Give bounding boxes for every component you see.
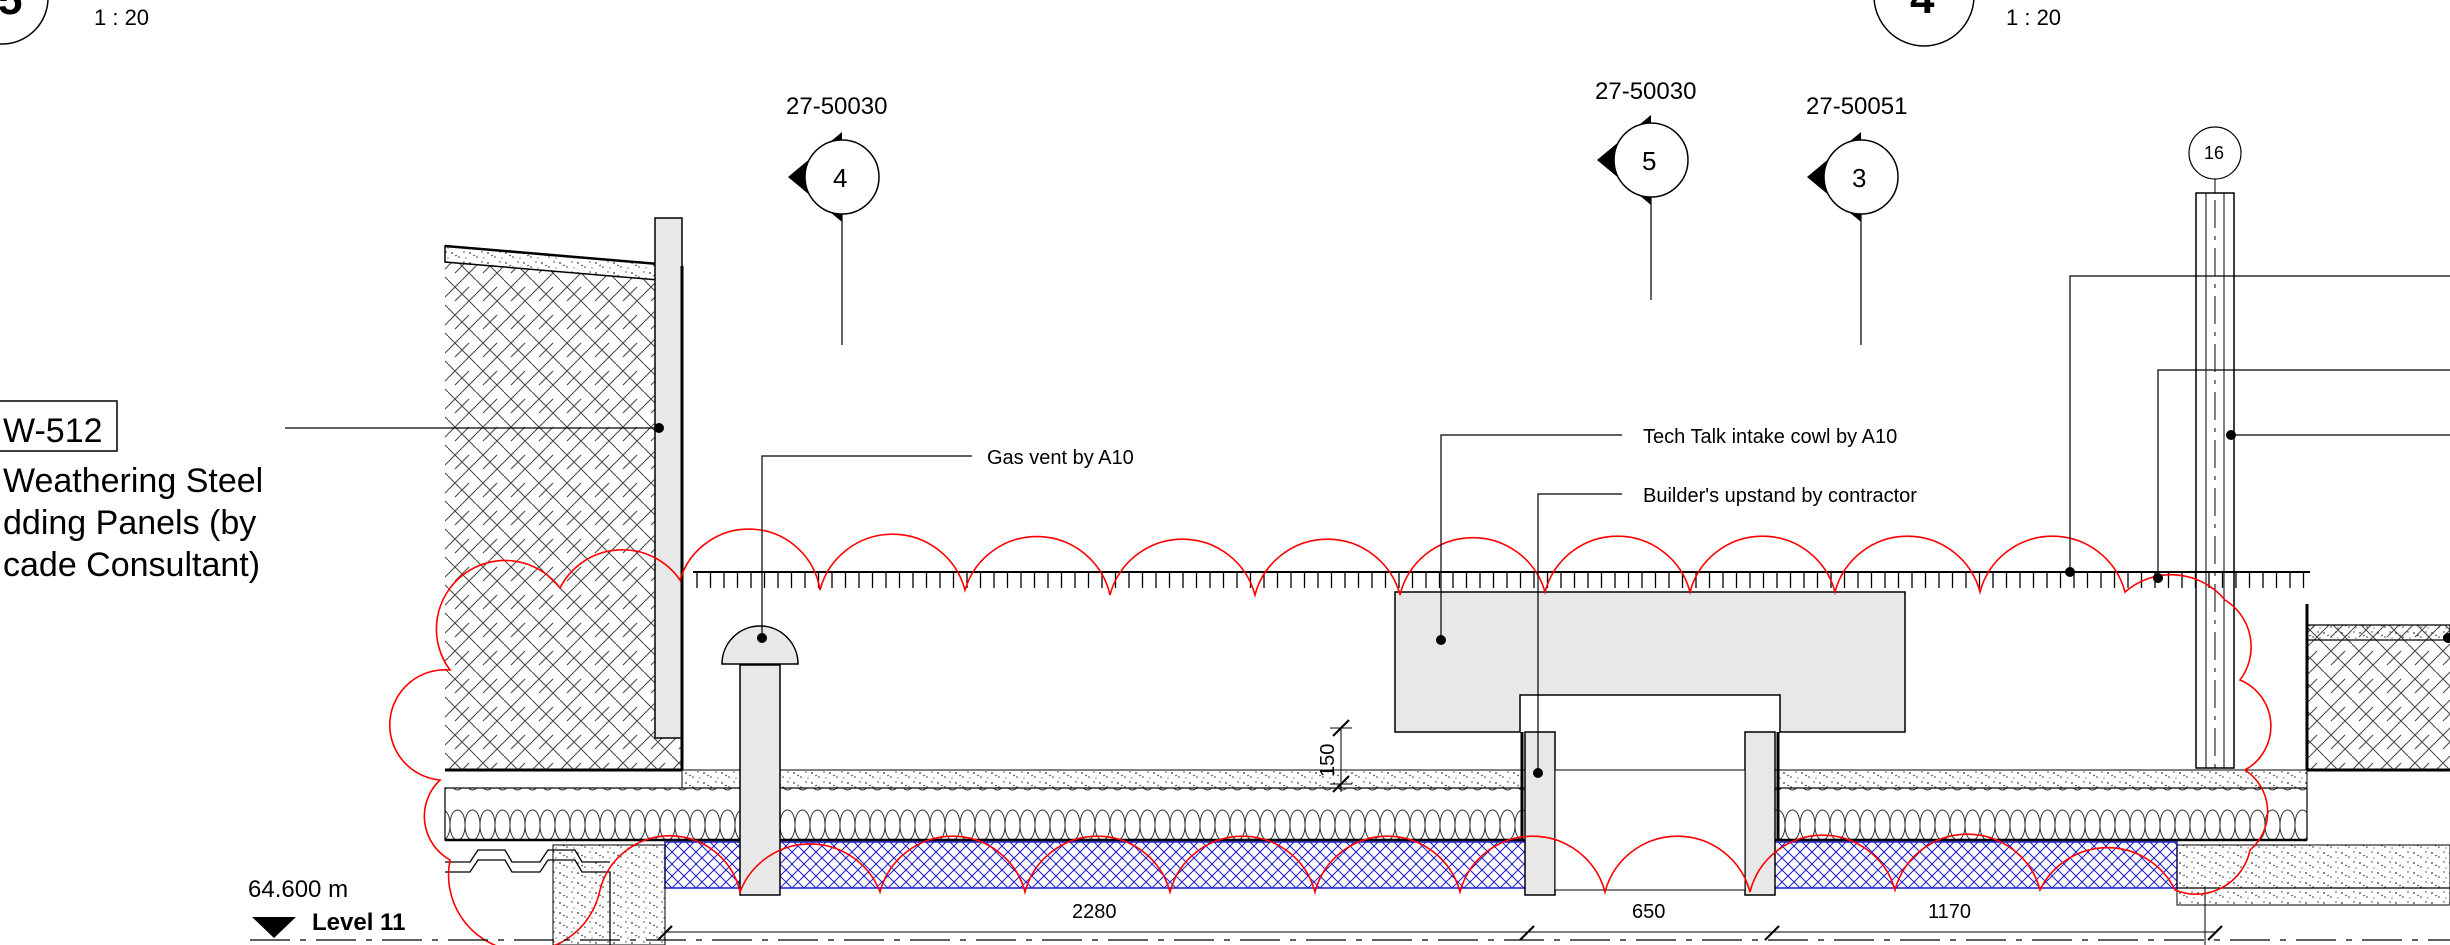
facade-mullion [2195,192,2235,769]
gas-vent-label: Gas vent by A10 [987,447,1134,469]
dimension-text: 2280 [1072,901,1117,923]
section-marker-ref: 27-50030 [1595,78,1696,105]
right-wall [2305,604,2450,772]
intake-cowl-label: Tech Talk intake cowl by A10 [1643,426,1897,448]
dimension-string [657,925,2223,941]
section-marker-ref: 27-50030 [786,93,887,120]
tag-code: W-512 [3,412,103,450]
section-marker-number: 3 [1852,163,1866,193]
dimension-text: 150 [1317,744,1339,777]
revision-cloud [389,528,2272,945]
section-marker-number: 5 [1642,146,1656,176]
grating-ticks [696,572,2305,588]
grid-bubble-label: 16 [2204,143,2224,163]
builders-upstand [1520,731,1780,896]
level-elevation: 64.600 m [248,876,348,903]
section-marker-3: 27-50051 3 [1806,93,1907,345]
dimension-text: 1170 [1928,901,1971,923]
detail-marker-scale: 1 : 20 [2006,5,2061,30]
detail-marker-number: 5 [0,0,22,24]
grid-bubble: 16 [2188,126,2242,200]
section-marker-ref: 27-50051 [1806,93,1907,120]
dimension-text: 650 [1632,901,1665,923]
detail-marker-5: 5 1 : 20 [0,0,149,45]
cladding-wall [444,217,684,772]
gas-vent [721,625,799,896]
section-marker-number: 4 [833,163,847,193]
section-marker-2: 27-50030 5 [1595,78,1696,300]
section-marker-1: 27-50030 4 [786,93,887,345]
detail-marker-number: 4 [1910,0,1935,23]
tag-description-line: Weathering Steel [3,462,263,500]
dimension-150: 150 [1317,719,1352,793]
level-marker: 64.600 m Level 11 [248,876,2450,941]
upstand-label: Builder's upstand by contractor [1643,485,1917,507]
intake-cowl [1394,591,1906,733]
leader-lines [285,275,2450,773]
tag-description-line: cade Consultant) [3,546,260,584]
cladding-tag: W-512 Weathering Steel dding Panels (by … [0,400,263,584]
level-name: Level 11 [312,909,405,936]
tag-description-line: dding Panels (by [3,504,256,542]
detail-marker-scale: 1 : 20 [94,5,149,30]
detail-marker-4: 4 1 : 20 [1873,0,2061,47]
